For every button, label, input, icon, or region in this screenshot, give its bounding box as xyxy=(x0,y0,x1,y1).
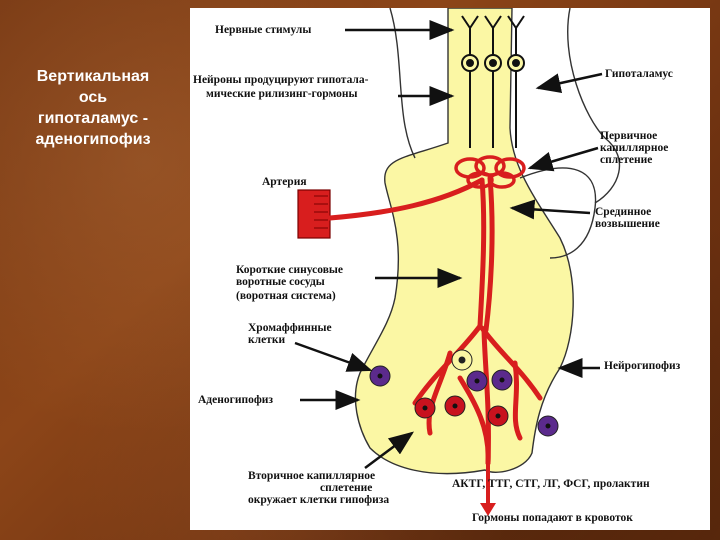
diagram-panel: Нервные стимулы Нейроны продуцируют гипо… xyxy=(190,8,710,530)
label-chromaffin-2: клетки xyxy=(248,334,286,346)
label-blood: Гормоны попадают в кровоток xyxy=(472,512,633,524)
label-nerve-stimuli: Нервные стимулы xyxy=(215,24,312,36)
label-chromaffin-1: Хромаффинные xyxy=(248,322,332,334)
primary-capillary-plexus xyxy=(454,155,526,189)
hypophysis-diagram xyxy=(294,8,621,516)
title-line-1: Вертикальная xyxy=(36,68,150,85)
hypothalamus-tissue xyxy=(354,8,574,475)
label-secondary-2: сплетение xyxy=(320,482,373,494)
cell-nuclei xyxy=(377,373,551,429)
label-hypothalamus: Гипоталамус xyxy=(605,68,673,80)
title-line-2: ось xyxy=(78,89,108,106)
artery-stripes xyxy=(314,195,328,229)
label-artery: Артерия xyxy=(262,176,307,188)
label-arrows xyxy=(294,20,603,470)
label-neurons-1: Нейроны продуцируют гипотала- xyxy=(193,74,369,86)
label-primary-2: капиллярное xyxy=(600,142,669,154)
label-portal-3: (воротная система) xyxy=(236,290,336,302)
label-primary-3: сплетение xyxy=(600,154,653,166)
label-median-2: возвышение xyxy=(595,218,660,230)
title-line-3: гипоталамус - xyxy=(37,110,149,127)
neurohypophysis-outline xyxy=(519,167,597,259)
label-neurohypophysis: Нейрогипофиз xyxy=(604,360,681,372)
label-secondary-3: окружает клетки гипофиза xyxy=(248,494,390,506)
artery-stub xyxy=(297,189,331,239)
label-median-1: Срединное xyxy=(595,206,652,218)
label-primary-1: Первичное xyxy=(600,130,658,142)
neurons xyxy=(461,15,525,148)
label-adenohypophysis: Аденогипофиз xyxy=(198,394,274,406)
label-neurons-2: мические рилизинг-гормоны xyxy=(206,88,358,100)
hypothalamus-outline xyxy=(389,8,621,204)
title-line-4: аденогипофиз xyxy=(35,131,151,148)
portal-vessels xyxy=(327,175,543,466)
label-secondary-1: Вторичное капиллярное xyxy=(248,470,376,482)
label-portal-1: Короткие синусовые xyxy=(236,264,344,276)
label-hormones: АКТГ, ТТГ, СТГ, ЛГ, ФСГ, пролактин xyxy=(452,478,650,490)
outflow-arrowhead xyxy=(480,503,496,516)
label-portal-2: воротные сосуды xyxy=(236,276,325,288)
slide-title: Вертикальная ось гипоталамус - аденогипо… xyxy=(8,66,178,150)
